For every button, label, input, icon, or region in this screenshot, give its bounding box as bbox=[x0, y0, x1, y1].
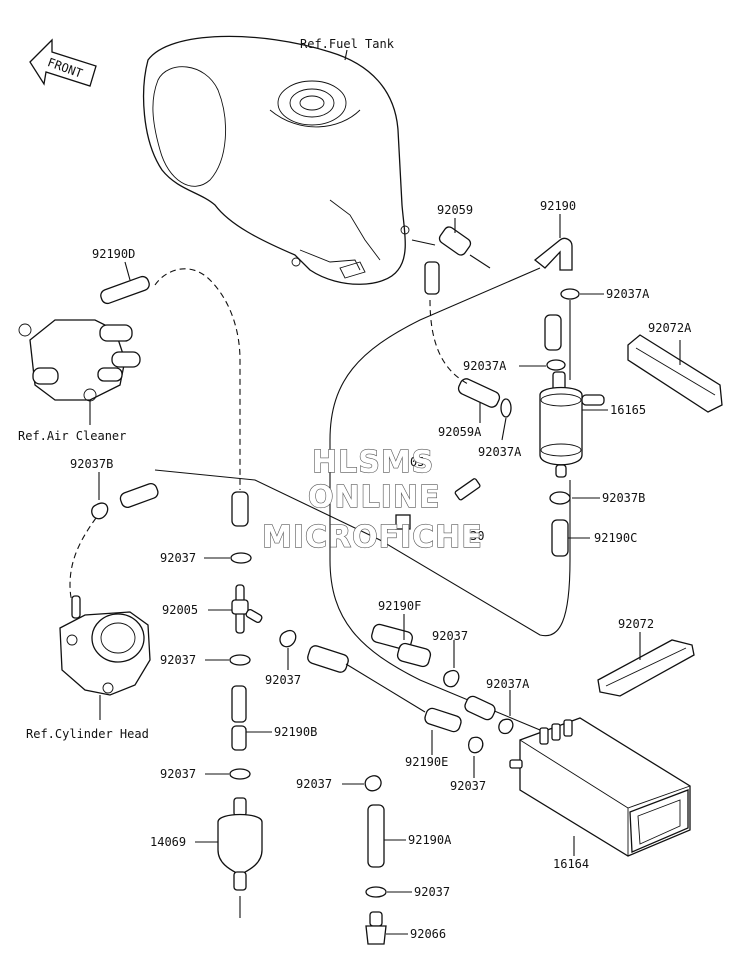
clamp-92037-5 bbox=[229, 768, 251, 780]
part-92037A-4: 92037A bbox=[486, 677, 530, 691]
fuel-filter-14069 bbox=[217, 797, 263, 918]
part-92072A: 92072A bbox=[648, 321, 692, 335]
part-92037-6: 92037 bbox=[450, 779, 486, 793]
part-hidden-05: 05 bbox=[410, 455, 424, 469]
ref-air-cleaner-label: Ref.Air Cleaner bbox=[18, 429, 126, 443]
part-92190D: 92190D bbox=[92, 247, 135, 261]
part-92005: 92005 bbox=[162, 603, 198, 617]
hose-92059A bbox=[457, 378, 501, 408]
hose-right-short bbox=[464, 695, 496, 721]
part-92037-3: 92037 bbox=[265, 673, 301, 687]
hose-92190F-a bbox=[371, 623, 413, 651]
part-92059A: 92059A bbox=[438, 425, 482, 439]
separator-16165 bbox=[539, 371, 608, 478]
clamp-92037B-2 bbox=[549, 491, 571, 505]
part-92072: 92072 bbox=[618, 617, 654, 631]
hose-left bbox=[119, 482, 159, 508]
canister-16164 bbox=[509, 717, 691, 857]
part-92190B: 92190B bbox=[274, 725, 317, 739]
hose-short bbox=[424, 261, 440, 295]
part-92037-8: 92037 bbox=[414, 885, 450, 899]
part-92190E: 92190E bbox=[405, 755, 448, 769]
part-92037-1: 92037 bbox=[160, 551, 196, 565]
hose-92190D bbox=[100, 261, 150, 305]
hose-92190C bbox=[551, 519, 569, 557]
watermark: HLSMS ONLINE MICROFICHE bbox=[261, 444, 483, 555]
strap-92072 bbox=[597, 632, 695, 697]
hose-center-top bbox=[231, 491, 249, 527]
clamp-92037-8 bbox=[365, 886, 387, 898]
hose-upper-filter bbox=[544, 314, 562, 351]
part-92037-7: 92037 bbox=[296, 777, 332, 791]
clamp-92037-2 bbox=[229, 654, 251, 666]
air-cleaner-fitting bbox=[18, 319, 141, 425]
part-92037-5: 92037 bbox=[160, 767, 196, 781]
hose-92190F-b bbox=[396, 642, 432, 668]
part-92037A-3: 92037A bbox=[478, 445, 522, 459]
clamp-92037A-1 bbox=[560, 288, 604, 300]
bolt-icon bbox=[395, 478, 481, 530]
part-14069: 14069 bbox=[150, 835, 186, 849]
clamp-92037A-2 bbox=[546, 359, 566, 371]
ref-cylinder-head-label: Ref.Cylinder Head bbox=[26, 727, 149, 741]
part-92190F: 92190F bbox=[378, 599, 421, 613]
hose-92190B bbox=[231, 725, 247, 751]
part-92059: 92059 bbox=[437, 203, 473, 217]
part-92190C: 92190C bbox=[594, 531, 637, 545]
hose-long-left bbox=[307, 645, 349, 673]
tee-fitting-92005 bbox=[231, 584, 263, 634]
hose-92190A bbox=[367, 804, 385, 868]
clamp-92037-1 bbox=[230, 552, 252, 564]
clamp-92037-6 bbox=[467, 736, 484, 754]
part-92037-4: 92037 bbox=[432, 629, 468, 643]
clamp-92037A-4 bbox=[498, 718, 514, 735]
part-92037B-2: 92037B bbox=[602, 491, 645, 505]
cylinder-head-fitting bbox=[59, 595, 151, 720]
hose-92190 bbox=[533, 237, 573, 271]
clamp-92037B-1 bbox=[91, 472, 109, 520]
part-92037A-1: 92037A bbox=[606, 287, 650, 301]
fuel-tank bbox=[142, 35, 410, 285]
clamp-92037A-3 bbox=[500, 398, 512, 418]
part-92190A: 92190A bbox=[408, 833, 452, 847]
part-92066: 92066 bbox=[410, 927, 446, 941]
clamp-92037-3 bbox=[279, 629, 297, 648]
part-92037-2: 92037 bbox=[160, 653, 196, 667]
watermark-line-3: MICROFICHE bbox=[262, 520, 483, 555]
part-16164: 16164 bbox=[553, 857, 589, 871]
hose-92190E bbox=[424, 707, 462, 733]
cap-92066 bbox=[365, 911, 387, 945]
hose-92190B-upper bbox=[231, 685, 247, 723]
hose-92059 bbox=[438, 226, 472, 256]
part-hidden-30: 30 bbox=[470, 529, 484, 543]
part-16165: 16165 bbox=[610, 403, 646, 417]
part-92037B-1: 92037B bbox=[70, 457, 113, 471]
watermark-line-2: ONLINE bbox=[308, 480, 441, 515]
ref-fuel-tank-label: Ref.Fuel Tank bbox=[300, 37, 395, 51]
watermark-line-1: HLSMS bbox=[312, 445, 434, 480]
clamp-92037-4 bbox=[443, 669, 460, 688]
part-92037A-2: 92037A bbox=[463, 359, 507, 373]
front-arrow-icon: FRONT bbox=[29, 38, 97, 87]
part-92190: 92190 bbox=[540, 199, 576, 213]
clamp-92037-7 bbox=[364, 775, 382, 792]
bracket-92072A bbox=[627, 334, 723, 413]
